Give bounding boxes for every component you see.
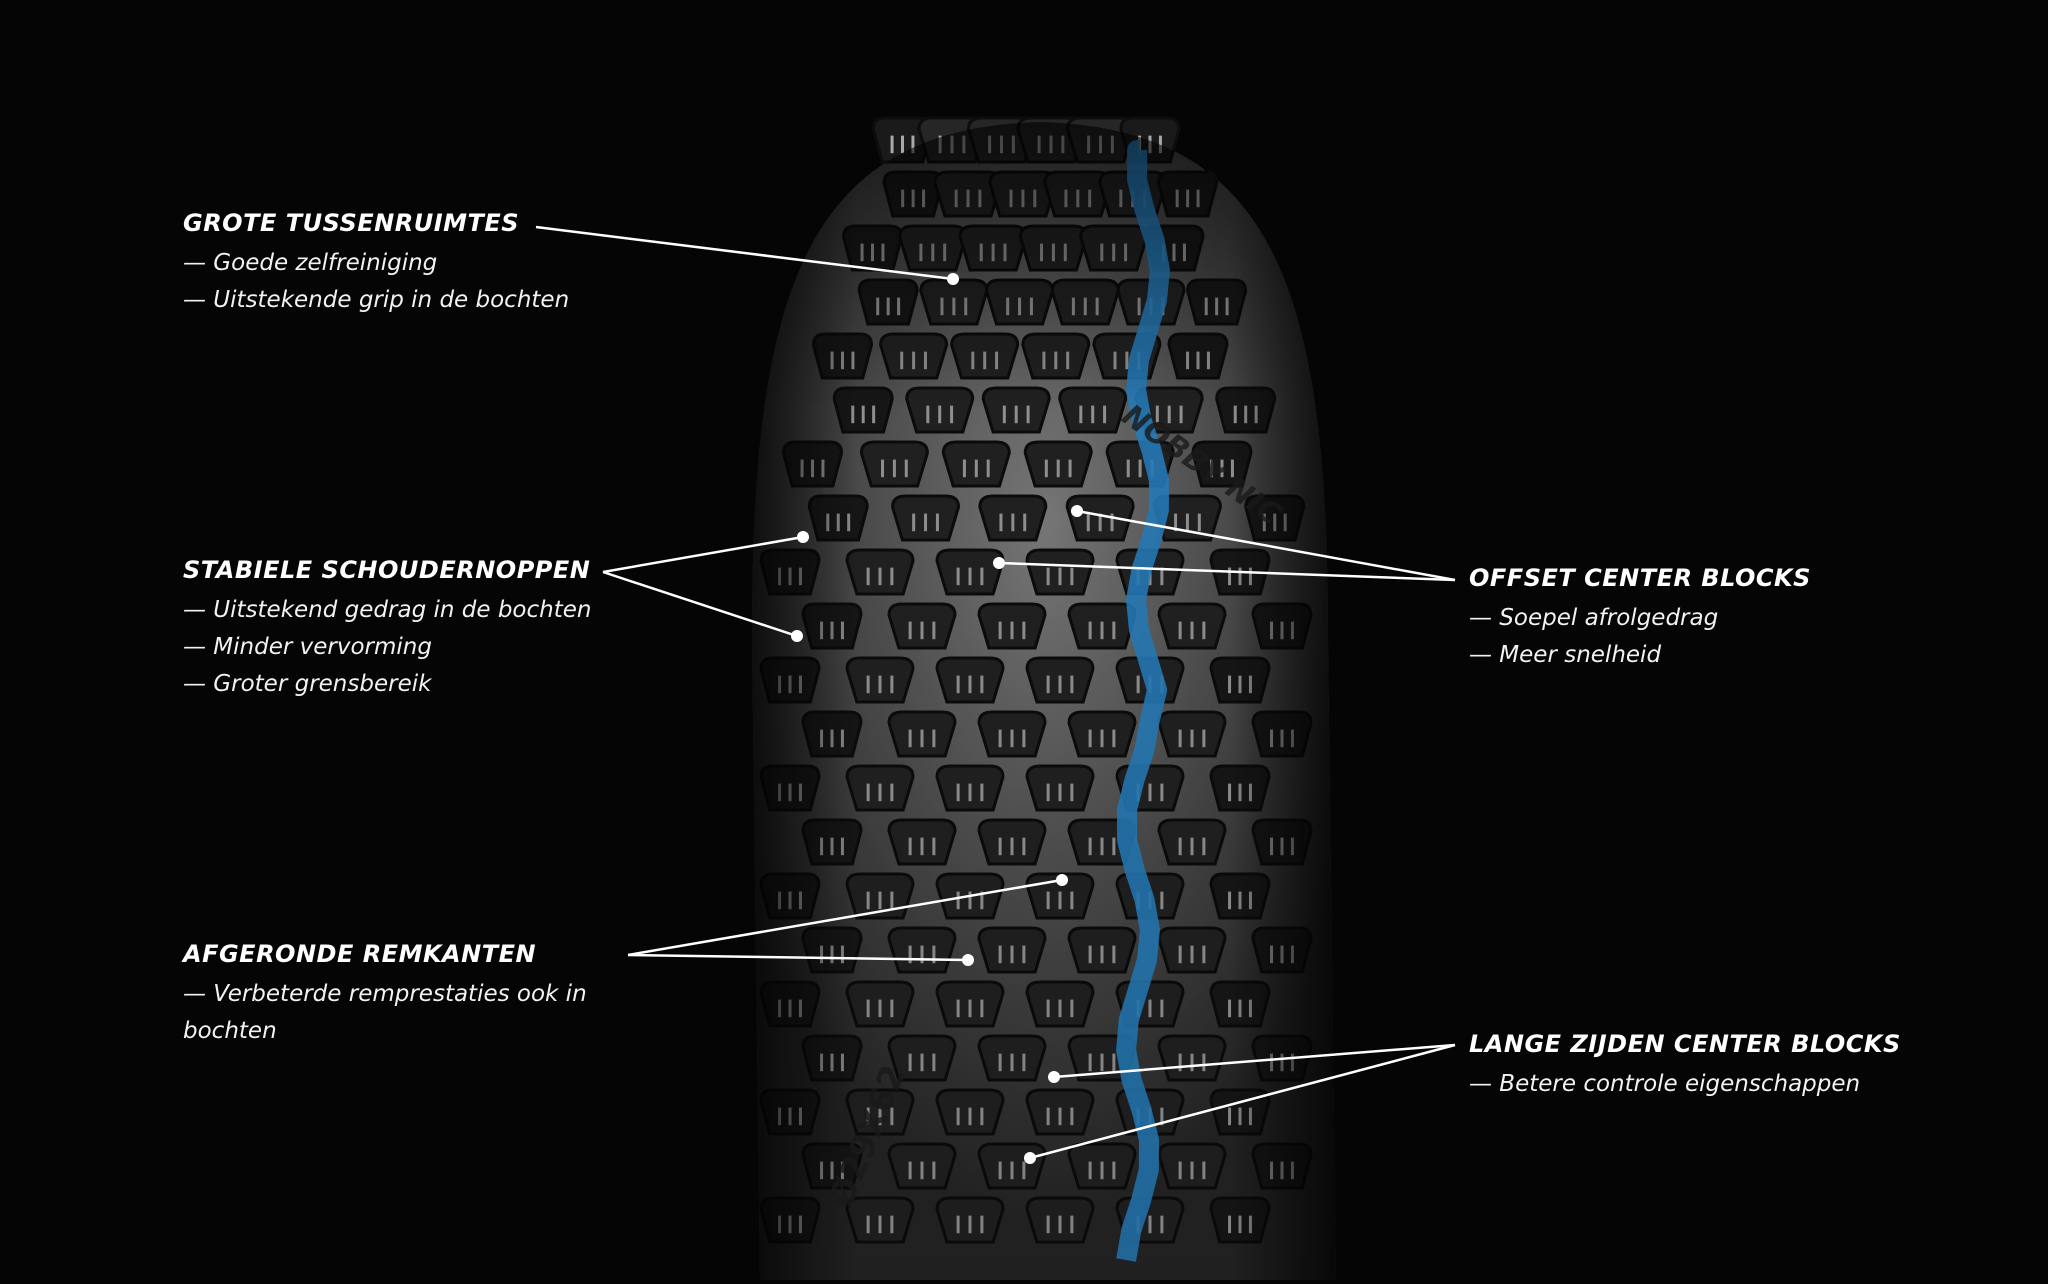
callout-line: — Verbeterde remprestaties ook in bochte… — [183, 981, 587, 1044]
callout-lange-zijden-center-blocks: LANGE ZIJDEN CENTER BLOCKS — Betere cont… — [1469, 1030, 1901, 1103]
callout-line: — Uitstekende grip in de bochten — [183, 287, 570, 313]
callout-line: — Betere controle eigenschappen — [1469, 1071, 1861, 1097]
callout-stabiele-schoudernoppen: STABIELE SCHOUDERNOPPEN — Uitstekend ged… — [183, 556, 591, 703]
callout-dot — [1071, 505, 1083, 517]
callout-title: AFGERONDE REMKANTEN — [183, 940, 537, 968]
callout-title: OFFSET CENTER BLOCKS — [1469, 564, 1811, 592]
callout-dots — [791, 273, 1083, 1164]
callout-dot — [993, 557, 1005, 569]
callout-dot — [791, 630, 803, 642]
callout-grote-tussenruimtes: GROTE TUSSENRUIMTES — Goede zelfreinigin… — [183, 209, 569, 319]
leader-line-lange-zijden-a — [1053, 1043, 1456, 1079]
leader-line-remkanten-b — [627, 953, 969, 962]
callout-offset-center-blocks: OFFSET CENTER BLOCKS — Soepel afrolgedra… — [1469, 564, 1811, 674]
leader-line-schoudernoppen-a — [602, 535, 804, 574]
callout-title: GROTE TUSSENRUIMTES — [183, 209, 520, 237]
callout-dot — [797, 531, 809, 543]
callout-dot — [962, 954, 974, 966]
leader-lines — [535, 225, 1456, 1160]
callout-line: — Uitstekend gedrag in de bochten — [183, 597, 592, 623]
callout-line: — Minder vervorming — [183, 634, 432, 660]
callout-line: — Soepel afrolgedrag — [1469, 605, 1719, 631]
tire-top-shading — [752, 122, 1336, 1280]
callout-dot — [1056, 874, 1068, 886]
leader-line-offset-b — [998, 561, 1456, 582]
leader-line-lange-zijden-b — [1029, 1043, 1456, 1160]
callout-line: — Goede zelfreiniging — [183, 250, 438, 276]
leader-line-grote-tussenruimtes — [535, 225, 954, 281]
leader-line-remkanten-a — [627, 878, 1063, 957]
callout-dot — [947, 273, 959, 285]
callout-afgeronde-remkanten: AFGERONDE REMKANTEN — Verbeterde rempres… — [183, 940, 653, 1050]
callout-title: LANGE ZIJDEN CENTER BLOCKS — [1469, 1030, 1901, 1058]
callout-line: — Meer snelheid — [1469, 642, 1662, 668]
callout-dot — [1048, 1071, 1060, 1083]
callout-title: STABIELE SCHOUDERNOPPEN — [183, 556, 591, 584]
callout-line: — Groter grensbereik — [183, 671, 432, 697]
leader-line-schoudernoppen-b — [602, 570, 798, 638]
leader-line-offset-a — [1076, 509, 1456, 582]
callout-dot — [1024, 1152, 1036, 1164]
